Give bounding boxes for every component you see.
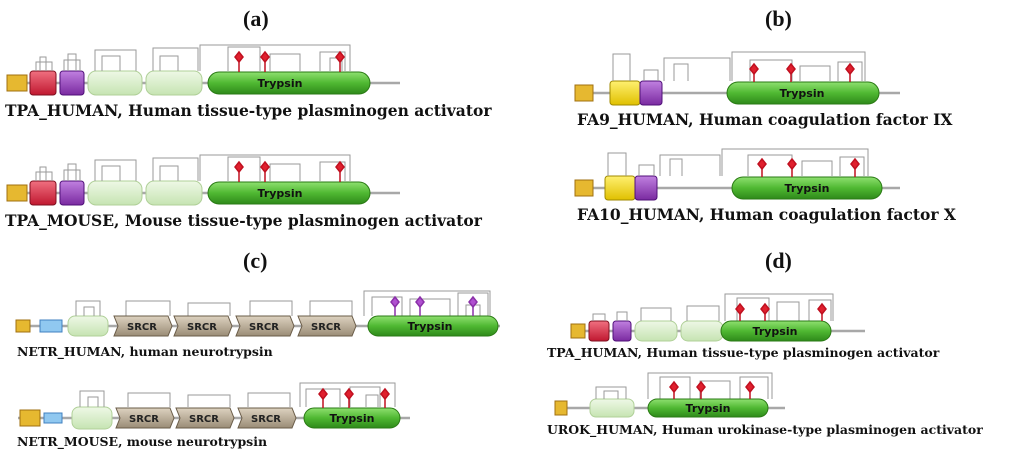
low-complexity-region bbox=[43, 412, 63, 424]
fibronectin-domain bbox=[588, 320, 610, 342]
kringle-domain bbox=[589, 398, 635, 418]
trypsin-label: Trypsin bbox=[408, 320, 453, 333]
egf-domain bbox=[59, 70, 85, 96]
trypsin-domain bbox=[303, 407, 401, 429]
domain-track-netr-mouse: SRCR SRCR SRCR Trypsin bbox=[18, 382, 410, 430]
trypsin-domain bbox=[367, 315, 499, 337]
svg-text:SRCR: SRCR bbox=[311, 322, 341, 333]
domain-track-tpa-human: Trypsin bbox=[6, 44, 400, 96]
kringle-domain bbox=[145, 70, 203, 96]
active-site-markers bbox=[234, 160, 345, 182]
gla-domain bbox=[609, 80, 641, 106]
signal-peptide bbox=[15, 319, 31, 333]
domain-track-fa10-human: Trypsin bbox=[574, 148, 900, 201]
low-complexity-region bbox=[39, 319, 63, 333]
caption-tpa-human-d: TPA_HUMAN, Human tissue-type plasminogen… bbox=[547, 345, 940, 360]
signal-peptide bbox=[6, 74, 28, 92]
panel-label-d: (d) bbox=[765, 248, 792, 273]
domain-track-tpa-human-d: Trypsin bbox=[570, 293, 865, 342]
kringle-domain bbox=[87, 70, 143, 96]
gla-domain bbox=[604, 175, 636, 201]
signal-peptide bbox=[19, 409, 41, 427]
trypsin-label: Trypsin bbox=[780, 87, 825, 100]
trypsin-domain bbox=[207, 181, 371, 205]
svg-text:SRCR: SRCR bbox=[249, 322, 279, 333]
caption-tpa-mouse: TPA_MOUSE, Mouse tissue-type plasminogen… bbox=[5, 211, 482, 230]
kringle-domain bbox=[67, 315, 109, 337]
trypsin-label: Trypsin bbox=[258, 77, 303, 90]
signal-peptide bbox=[554, 400, 568, 416]
srcr-domains: SRCR SRCR SRCR SRCR bbox=[113, 315, 357, 337]
active-site-markers bbox=[318, 387, 390, 408]
egf-domain bbox=[634, 175, 658, 201]
active-site-markers bbox=[234, 50, 345, 72]
domain-track-netr-human: SRCR SRCR SRCR SRCR Trypsin bbox=[15, 290, 500, 337]
egf-domain bbox=[612, 320, 632, 342]
kringle-domain bbox=[634, 320, 678, 342]
signal-peptide bbox=[574, 84, 594, 102]
trypsin-label: Trypsin bbox=[330, 412, 375, 425]
svg-text:SRCR: SRCR bbox=[251, 414, 281, 425]
signal-peptide bbox=[570, 323, 586, 339]
domain-track-fa9-human: Trypsin bbox=[574, 51, 900, 106]
caption-netr-mouse: NETR_MOUSE, mouse neurotrypsin bbox=[17, 434, 268, 449]
trypsin-label: Trypsin bbox=[753, 325, 798, 338]
trypsin-label: Trypsin bbox=[686, 402, 731, 415]
svg-text:SRCR: SRCR bbox=[189, 414, 219, 425]
trypsin-domain bbox=[207, 71, 371, 95]
signal-peptide bbox=[574, 179, 594, 197]
egf-domain bbox=[639, 80, 663, 106]
trypsin-domain bbox=[726, 81, 880, 105]
panel-label-a: (a) bbox=[243, 6, 269, 31]
trypsin-domain bbox=[731, 176, 883, 200]
caption-urok-human: UROK_HUMAN, Human urokinase-type plasmin… bbox=[547, 422, 983, 437]
caption-tpa-human: TPA_HUMAN, Human tissue-type plasminogen… bbox=[5, 101, 492, 120]
kringle-domain bbox=[87, 180, 143, 206]
trypsin-domain bbox=[647, 398, 769, 418]
srcr-domains: SRCR SRCR SRCR bbox=[115, 407, 297, 429]
svg-text:SRCR: SRCR bbox=[129, 414, 159, 425]
panel-label-b: (b) bbox=[765, 6, 792, 31]
caption-fa10-human: FA10_HUMAN, Human coagulation factor X bbox=[577, 205, 956, 224]
kringle-domain bbox=[71, 406, 113, 430]
caption-fa9-human: FA9_HUMAN, Human coagulation factor IX bbox=[577, 110, 953, 129]
kringle-domain bbox=[680, 320, 724, 342]
egf-domain bbox=[59, 180, 85, 206]
active-site-markers bbox=[390, 295, 478, 316]
active-site-markers bbox=[757, 157, 860, 177]
fibronectin-domain bbox=[29, 180, 57, 206]
caption-netr-human: NETR_HUMAN, human neurotrypsin bbox=[17, 344, 273, 359]
active-site-markers bbox=[735, 302, 827, 321]
trypsin-label: Trypsin bbox=[785, 182, 830, 195]
active-site-markers bbox=[749, 62, 855, 82]
domain-track-urok-human: Trypsin bbox=[554, 372, 785, 418]
domain-track-tpa-mouse: Trypsin bbox=[6, 154, 400, 206]
kringle-domain bbox=[145, 180, 203, 206]
svg-text:SRCR: SRCR bbox=[127, 322, 157, 333]
panel-label-c: (c) bbox=[243, 248, 268, 273]
trypsin-label: Trypsin bbox=[258, 187, 303, 200]
active-site-markers bbox=[669, 380, 755, 399]
fibronectin-domain bbox=[29, 70, 57, 96]
svg-text:SRCR: SRCR bbox=[187, 322, 217, 333]
signal-peptide bbox=[6, 184, 28, 202]
trypsin-domain bbox=[720, 320, 832, 342]
